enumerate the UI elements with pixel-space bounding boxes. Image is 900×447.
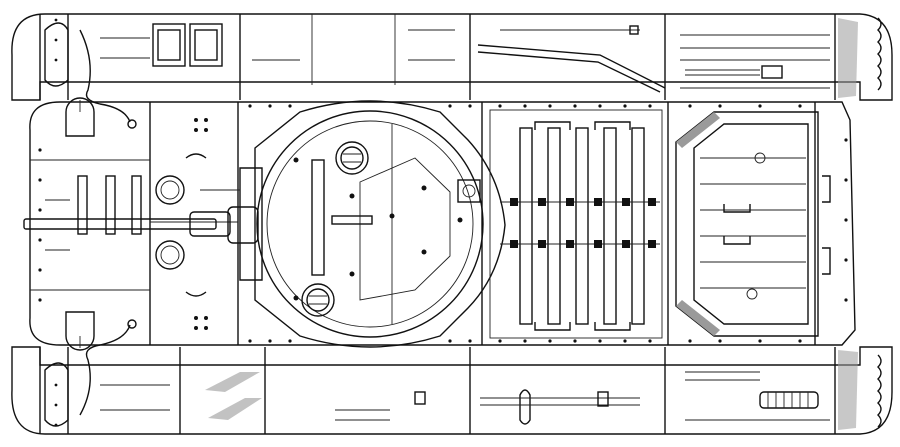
lower-track-guard bbox=[11, 346, 893, 435]
engine-deck-louvres bbox=[489, 109, 663, 339]
headlamp-left bbox=[65, 97, 95, 137]
rear-radiator-grille bbox=[675, 111, 831, 337]
towing-cable bbox=[79, 29, 137, 416]
pioneer-tools bbox=[477, 25, 783, 93]
hull bbox=[29, 101, 856, 346]
headlamp-right bbox=[65, 311, 95, 351]
hull-rivets bbox=[38, 18, 848, 427]
main-gun bbox=[23, 167, 263, 281]
turret bbox=[254, 100, 506, 348]
upper-track-guard bbox=[11, 13, 893, 101]
turret-hatch-left bbox=[335, 141, 369, 175]
exhaust-silencer bbox=[759, 391, 819, 409]
driver-hatches bbox=[155, 118, 208, 330]
front-glacis bbox=[45, 175, 142, 251]
turret-hatch-right bbox=[301, 283, 335, 317]
